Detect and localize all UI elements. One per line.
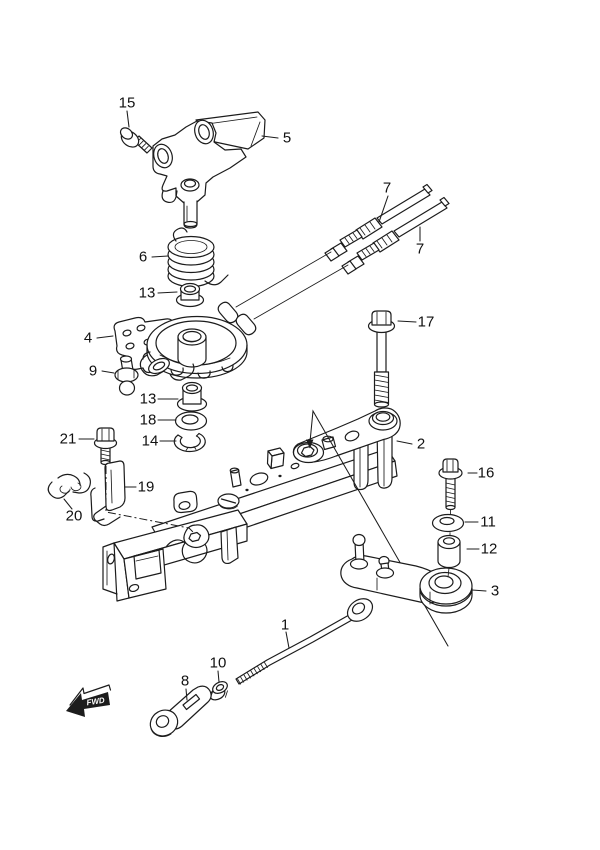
bushing-part13-lower	[176, 381, 208, 412]
ball-stud-part9	[114, 355, 139, 396]
clip-part20	[47, 472, 91, 499]
nut-part10	[209, 681, 228, 701]
callout-12: 12	[480, 540, 498, 558]
callout-8: 8	[180, 672, 190, 690]
callout-2: 2	[416, 435, 426, 453]
callout-16: 16	[477, 464, 495, 482]
washer-part18	[174, 411, 208, 431]
callout-17: 17	[417, 313, 435, 331]
bolt-part17	[367, 310, 396, 415]
throttle-rod-part1	[235, 598, 374, 685]
throttle-cables-part7	[217, 183, 450, 336]
bushing-part13-upper	[175, 282, 205, 308]
callout-10: 10	[209, 654, 227, 672]
fwd-direction-arrow: FWD	[66, 684, 112, 717]
callout-leader-lines	[63, 110, 487, 701]
callout-5: 5	[282, 129, 292, 147]
bracket-part5	[152, 111, 266, 229]
callout-15: 15	[118, 94, 136, 112]
centerline-dash-dot	[105, 466, 194, 533]
bolt-part21	[93, 427, 118, 466]
callout-20: 20	[65, 507, 83, 525]
stay-bracket-part2	[102, 407, 401, 602]
callout-1: 1	[280, 616, 290, 634]
bolt-part15	[119, 127, 153, 154]
e-ring-part14	[173, 432, 206, 453]
callout-13-lower: 13	[139, 390, 157, 408]
washer-part11	[431, 513, 465, 537]
rod-end-part8	[149, 685, 212, 737]
callout-21: 21	[59, 430, 77, 448]
lever-part3	[340, 533, 473, 614]
callout-11: 11	[480, 513, 496, 531]
fwd-label: FWD	[86, 696, 106, 708]
spring-part6	[167, 227, 229, 288]
bolt-part16	[438, 458, 463, 516]
callout-9: 9	[88, 362, 98, 380]
callout-18: 18	[139, 411, 157, 429]
callout-19: 19	[137, 478, 155, 496]
spacer-part12	[437, 534, 461, 578]
callout-6: 6	[138, 248, 148, 266]
callout-13-upper: 13	[138, 284, 156, 302]
bracket-part19	[90, 460, 126, 527]
callout-7-lower: 7	[415, 240, 425, 258]
callout-7-upper: 7	[382, 179, 392, 197]
callout-4: 4	[83, 329, 93, 347]
callout-14: 14	[141, 432, 159, 450]
callout-3: 3	[490, 582, 500, 600]
